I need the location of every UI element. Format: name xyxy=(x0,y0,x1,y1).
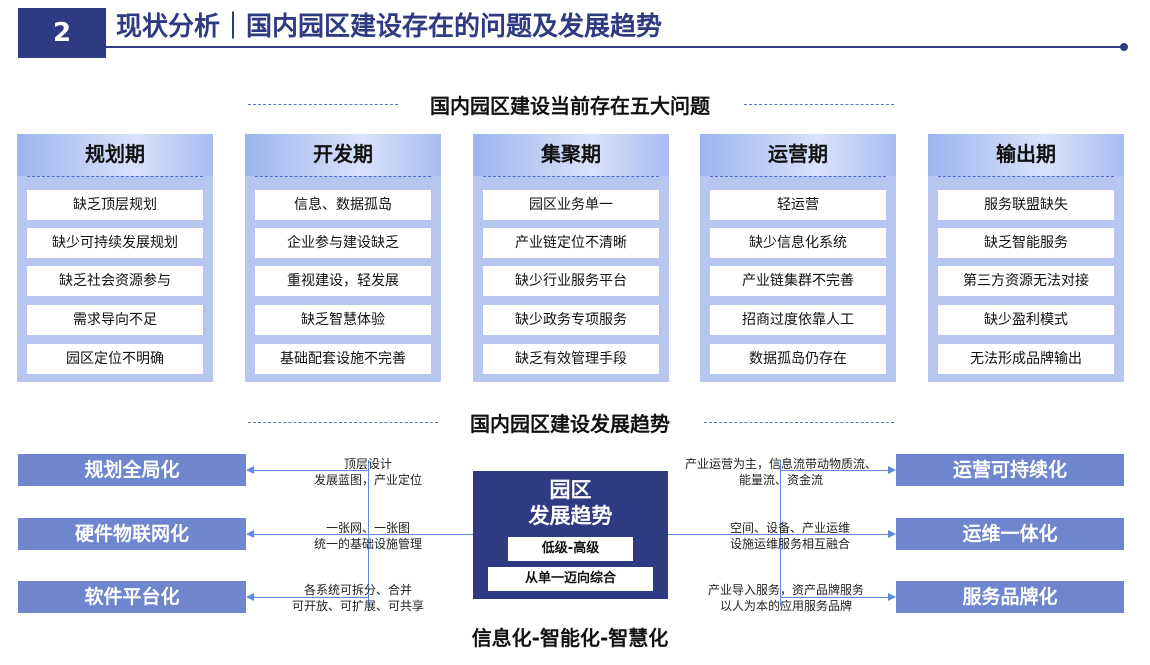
problem-item: 轻运营 xyxy=(710,190,886,220)
problems-title: 国内园区建设当前存在五大问题 xyxy=(430,94,710,118)
trend-center-pill-integration: 从单一迈向综合 xyxy=(488,567,653,591)
connector-line xyxy=(780,470,888,471)
trend-note: 产业运营为主，信息流带动物质流、 能量流、资金流 xyxy=(670,456,892,488)
problem-item: 招商过度依靠人工 xyxy=(710,305,886,335)
trend-note-line: 发展蓝图，产业定位 xyxy=(313,473,422,487)
problem-column-development: 开发期 信息、数据孤岛 企业参与建设缺乏 重视建设，轻发展 缺乏智慧体验 基础配… xyxy=(245,134,441,382)
problem-item: 无法形成品牌输出 xyxy=(938,344,1114,374)
problem-item: 园区业务单一 xyxy=(483,190,659,220)
trend-box-maintenance: 运维一体化 xyxy=(896,518,1124,550)
problem-column-title: 集聚期 xyxy=(541,142,601,166)
header-underline xyxy=(106,46,1124,48)
trend-note: 各系统可拆分、合并 可开放、可扩展、可共享 xyxy=(248,582,468,614)
problems-title-dash-right xyxy=(744,104,894,105)
arrow-right-icon xyxy=(888,530,896,538)
problem-item: 需求导向不足 xyxy=(27,305,203,335)
arrow-right-icon xyxy=(888,466,896,474)
problem-item: 缺乏顶层规划 xyxy=(27,190,203,220)
column-divider xyxy=(483,176,659,177)
problem-column-output: 输出期 服务联盟缺失 缺乏智能服务 第三方资源无法对接 缺少盈利模式 无法形成品… xyxy=(928,134,1124,382)
problem-column-title: 规划期 xyxy=(85,142,145,166)
problem-item: 缺少盈利模式 xyxy=(938,305,1114,335)
trend-note: 顶层设计 发展蓝图，产业定位 xyxy=(258,456,478,488)
trend-center-title-line: 发展趋势 xyxy=(528,504,613,528)
problem-item: 缺乏社会资源参与 xyxy=(27,266,203,296)
column-divider xyxy=(255,176,431,177)
problem-item: 服务联盟缺失 xyxy=(938,190,1114,220)
arrow-left-icon xyxy=(246,466,254,474)
connector-line-vertical xyxy=(368,460,369,606)
trend-note-line: 以人为本的应用服务品牌 xyxy=(719,599,852,613)
problem-item: 产业链集群不完善 xyxy=(710,266,886,296)
trend-note-line: 能量流、资金流 xyxy=(738,473,823,487)
problem-item: 基础配套设施不完善 xyxy=(255,344,431,374)
problem-column-agglomeration: 集聚期 园区业务单一 产业链定位不清晰 缺少行业服务平台 缺少政务专项服务 缺乏… xyxy=(473,134,669,382)
page-title: 现状分析｜国内园区建设存在的问题及发展趋势 xyxy=(116,12,663,42)
connector-line xyxy=(254,470,368,471)
problem-column-title: 输出期 xyxy=(996,142,1056,166)
problem-column-operation: 运营期 轻运营 缺少信息化系统 产业链集群不完善 招商过度依靠人工 数据孤岛仍存… xyxy=(700,134,896,382)
trend-note: 空间、设备、产业运维 设施运维服务相互融合 xyxy=(690,520,890,552)
trends-title-dash-left xyxy=(248,422,438,423)
arrow-left-icon xyxy=(246,530,254,538)
trend-note: 一张网、一张图 统一的基础设施管理 xyxy=(258,520,478,552)
connector-line-vertical xyxy=(780,460,781,606)
problem-item: 缺乏智慧体验 xyxy=(255,305,431,335)
trend-note-line: 可开放、可扩展、可共享 xyxy=(291,599,424,613)
header-underline-dot xyxy=(1120,43,1128,51)
trend-note-line: 各系统可拆分、合并 xyxy=(303,583,412,597)
problem-item: 缺乏智能服务 xyxy=(938,228,1114,258)
trend-box-hardware-iot: 硬件物联网化 xyxy=(18,518,246,550)
problem-item: 缺少可持续发展规划 xyxy=(27,228,203,258)
trend-center-title-line: 园区 xyxy=(549,478,592,502)
connector-line xyxy=(668,534,888,535)
trend-note-line: 设施运维服务相互融合 xyxy=(729,537,850,551)
problems-title-dash-left xyxy=(248,104,398,105)
problem-item: 数据孤岛仍存在 xyxy=(710,344,886,374)
trend-note-line: 一张网、一张图 xyxy=(325,521,410,535)
trend-note-line: 产业运营为主，信息流带动物质流、 xyxy=(684,457,877,471)
trend-box-planning: 规划全局化 xyxy=(18,454,246,486)
trend-box-operation: 运营可持续化 xyxy=(896,454,1124,486)
column-divider xyxy=(938,176,1114,177)
problem-item: 缺少政务专项服务 xyxy=(483,305,659,335)
problem-column-title: 开发期 xyxy=(313,142,373,166)
trend-note-line: 产业导入服务，资产品牌服务 xyxy=(707,583,864,597)
trend-box-software-platform: 软件平台化 xyxy=(18,581,246,613)
trend-note-line: 顶层设计 xyxy=(343,457,392,471)
trend-note-line: 空间、设备、产业运维 xyxy=(729,521,850,535)
trends-title-dash-right xyxy=(704,422,894,423)
problem-item: 缺乏有效管理手段 xyxy=(483,344,659,374)
trend-box-service-brand: 服务品牌化 xyxy=(896,581,1124,613)
trend-center-title: 园区 发展趋势 xyxy=(473,477,668,529)
arrow-left-icon xyxy=(246,593,254,601)
arrow-right-icon xyxy=(888,593,896,601)
connector-line xyxy=(254,534,473,535)
trend-summary-caption: 信息化-智能化-智慧化 xyxy=(471,626,669,650)
problem-item: 缺少行业服务平台 xyxy=(483,266,659,296)
problem-column-planning: 规划期 缺乏顶层规划 缺少可持续发展规划 缺乏社会资源参与 需求导向不足 园区定… xyxy=(17,134,213,382)
trend-note: 产业导入服务，资产品牌服务 以人为本的应用服务品牌 xyxy=(686,582,886,614)
column-divider xyxy=(710,176,886,177)
problem-item: 园区定位不明确 xyxy=(27,344,203,374)
trends-title: 国内园区建设发展趋势 xyxy=(470,412,670,436)
problem-item: 第三方资源无法对接 xyxy=(938,266,1114,296)
connector-line xyxy=(780,597,888,598)
problem-item: 企业参与建设缺乏 xyxy=(255,228,431,258)
problem-item: 缺少信息化系统 xyxy=(710,228,886,258)
problem-item: 产业链定位不清晰 xyxy=(483,228,659,258)
problem-item: 信息、数据孤岛 xyxy=(255,190,431,220)
column-divider xyxy=(27,176,203,177)
problem-item: 重视建设，轻发展 xyxy=(255,266,431,296)
trend-note-line: 统一的基础设施管理 xyxy=(313,537,422,551)
connector-line xyxy=(254,597,368,598)
trend-center-box: 园区 发展趋势 低级-高级 从单一迈向综合 xyxy=(473,471,668,599)
problem-column-title: 运营期 xyxy=(768,142,828,166)
section-number-badge: 2 xyxy=(18,8,106,58)
trend-center-pill-level: 低级-高级 xyxy=(508,537,633,561)
